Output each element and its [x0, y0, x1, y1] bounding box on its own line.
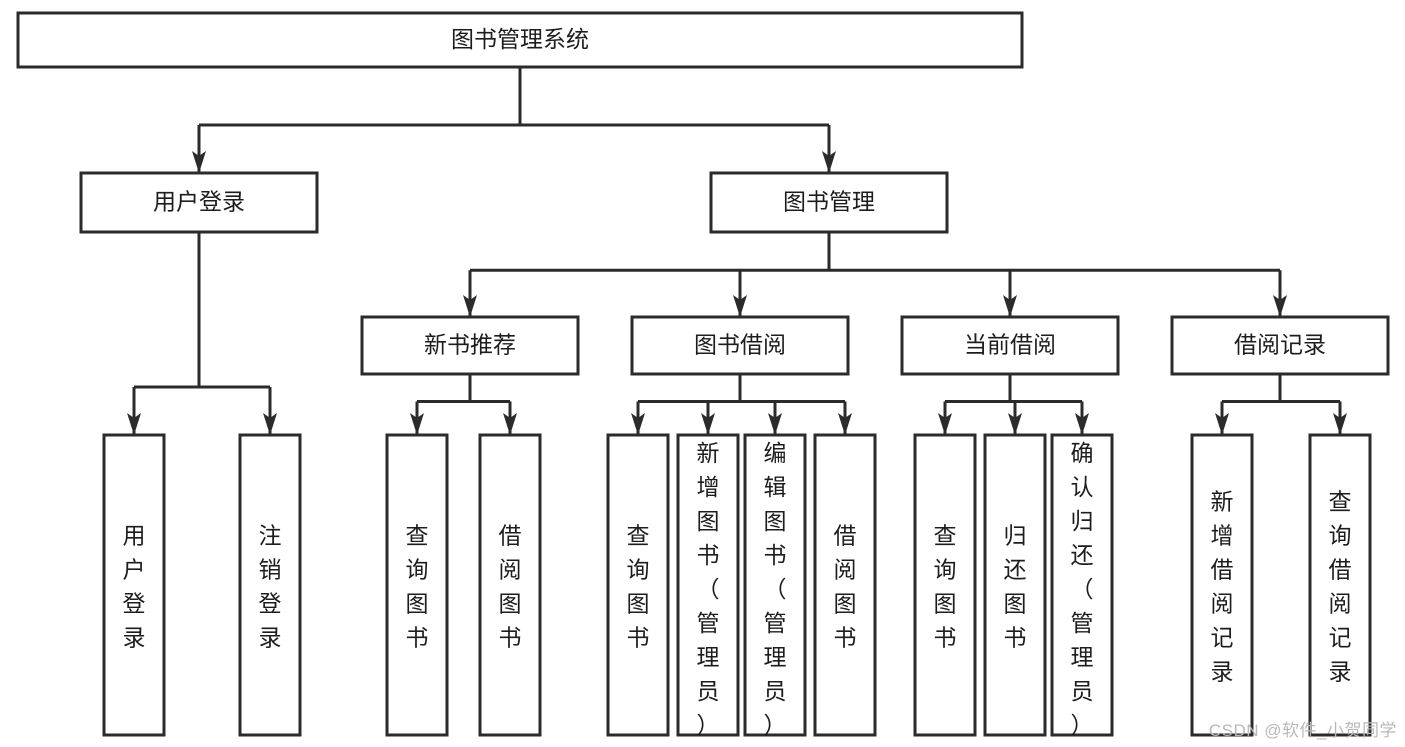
node-box[interactable]: [79, 171, 319, 234]
connector-group: [1215, 374, 1347, 435]
node-label: 查询图书: [406, 523, 429, 651]
flow-node-l11[interactable]: 确认归还（管理员）: [1050, 433, 1114, 738]
flow-node-n2a[interactable]: 用户登录: [79, 171, 319, 234]
flow-node-l7[interactable]: 编辑图书（管理员）: [743, 433, 807, 738]
node-box[interactable]: [478, 433, 542, 737]
connector-group: [127, 232, 277, 435]
flow-node-l3[interactable]: 查询图书: [385, 433, 449, 737]
connector-layer: [127, 67, 1347, 435]
node-label: 借阅记录: [1234, 332, 1326, 358]
node-box[interactable]: [709, 171, 949, 234]
flow-node-l6[interactable]: 新增图书（管理员）: [676, 433, 740, 738]
node-box[interactable]: [1190, 433, 1254, 737]
node-label: 图书借阅: [694, 332, 786, 358]
flow-node-l9[interactable]: 查询图书: [913, 433, 977, 737]
watermark-text: CSDN @软件_小贺同学: [1208, 721, 1397, 740]
flow-node-l2[interactable]: 注销登录: [238, 433, 302, 737]
arrow-head-icon: [192, 151, 206, 173]
arrow-head-icon: [503, 413, 517, 435]
arrow-head-icon: [410, 413, 424, 435]
flow-node-l4[interactable]: 借阅图书: [478, 433, 542, 737]
arrow-head-icon: [263, 413, 277, 435]
flow-node-l13[interactable]: 查询借阅记录: [1308, 433, 1372, 737]
node-box[interactable]: [385, 433, 449, 737]
node-box[interactable]: [913, 433, 977, 737]
node-box[interactable]: [360, 315, 580, 376]
arrow-head-icon: [1333, 413, 1347, 435]
arrow-head-icon: [1273, 295, 1287, 317]
connector-group: [192, 67, 836, 173]
node-box[interactable]: [16, 11, 1024, 69]
arrow-head-icon: [1075, 413, 1089, 435]
node-layer: 图书管理系统用户登录图书管理新书推荐图书借阅当前借阅借阅记录用户登录注销登录查询…: [16, 11, 1390, 738]
node-box[interactable]: [1050, 433, 1114, 737]
node-label: 图书管理: [783, 189, 875, 215]
flow-node-n2b[interactable]: 图书管理: [709, 171, 949, 234]
flow-node-n3c[interactable]: 当前借阅: [900, 315, 1120, 376]
arrow-head-icon: [1003, 295, 1017, 317]
node-box[interactable]: [606, 433, 670, 737]
node-box[interactable]: [238, 433, 302, 737]
arrow-head-icon: [631, 413, 645, 435]
node-label: 用户登录: [123, 523, 146, 651]
flow-node-n3d[interactable]: 借阅记录: [1170, 315, 1390, 376]
connector-group: [938, 374, 1089, 435]
connector-group: [631, 374, 852, 435]
node-label: 查询图书: [934, 523, 957, 651]
node-label: 借阅图书: [499, 523, 522, 651]
connector-group: [463, 232, 1287, 317]
arrow-head-icon: [822, 151, 836, 173]
node-box[interactable]: [676, 433, 740, 737]
node-label: 新增借阅记录: [1211, 489, 1234, 685]
arrow-head-icon: [733, 295, 747, 317]
arrow-head-icon: [1008, 413, 1022, 435]
node-label: 查询借阅记录: [1329, 489, 1352, 685]
node-label: 编辑图书（管理员）: [764, 440, 787, 738]
node-label: 确认归还（管理员）: [1071, 440, 1094, 738]
node-label: 归还图书: [1004, 523, 1027, 651]
node-box[interactable]: [900, 315, 1120, 376]
arrow-head-icon: [838, 413, 852, 435]
arrow-head-icon: [768, 413, 782, 435]
node-label: 注销登录: [259, 523, 282, 651]
node-label: 借阅图书: [834, 523, 857, 651]
arrow-head-icon: [701, 413, 715, 435]
node-box[interactable]: [983, 433, 1047, 737]
node-box[interactable]: [102, 433, 166, 737]
flow-node-n3a[interactable]: 新书推荐: [360, 315, 580, 376]
node-label: 图书管理系统: [451, 26, 589, 52]
arrow-head-icon: [127, 413, 141, 435]
node-box[interactable]: [1170, 315, 1390, 376]
node-box[interactable]: [813, 433, 877, 737]
arrow-head-icon: [938, 413, 952, 435]
node-label: 新增图书（管理员）: [697, 440, 720, 738]
node-box[interactable]: [1308, 433, 1372, 737]
node-label: 新书推荐: [424, 332, 516, 358]
node-label: 查询图书: [627, 523, 650, 651]
flow-node-n3b[interactable]: 图书借阅: [630, 315, 850, 376]
flow-node-root[interactable]: 图书管理系统: [16, 11, 1024, 69]
connector-group: [410, 374, 517, 435]
node-label: 用户登录: [153, 189, 245, 215]
flow-node-l8[interactable]: 借阅图书: [813, 433, 877, 737]
node-box[interactable]: [743, 433, 807, 737]
arrow-head-icon: [463, 295, 477, 317]
flow-node-l5[interactable]: 查询图书: [606, 433, 670, 737]
flow-node-l10[interactable]: 归还图书: [983, 433, 1047, 737]
arrow-head-icon: [1215, 413, 1229, 435]
node-label: 当前借阅: [964, 332, 1056, 358]
flow-node-l12[interactable]: 新增借阅记录: [1190, 433, 1254, 737]
node-box[interactable]: [630, 315, 850, 376]
flow-node-l1[interactable]: 用户登录: [102, 433, 166, 737]
